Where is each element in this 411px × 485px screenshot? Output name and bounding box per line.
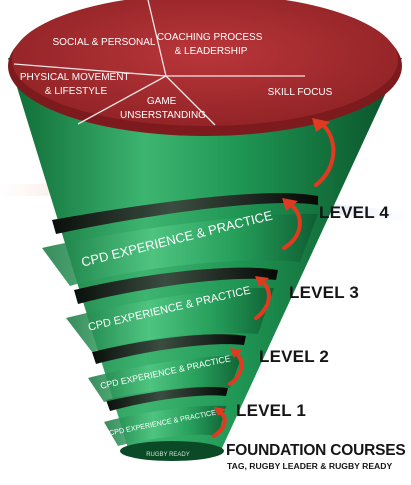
- arrow-level-2-icon: [228, 351, 244, 386]
- band-4: [42, 213, 318, 286]
- cone-tip: [120, 441, 224, 461]
- level-2-label: LEVEL 2: [259, 347, 330, 366]
- segment-dividers: [13, 0, 305, 126]
- top-ellipse: [12, 0, 398, 126]
- foundation-courses-subtitle: TAG, RUGBY LEADER & RUGBY READY: [227, 461, 393, 471]
- band-1: [104, 405, 226, 446]
- arrow-top-icon: [314, 122, 336, 187]
- spiral-gap-1: [106, 386, 228, 411]
- level-3-label: LEVEL 3: [289, 283, 360, 302]
- band-3: [66, 287, 274, 352]
- arrow-heads: [214, 118, 330, 416]
- segment-skill-focus: SKILL FOCUS: [268, 87, 333, 98]
- spiral-gap-3: [74, 267, 278, 304]
- arrow-level-3-icon: [254, 279, 271, 320]
- level-4-label: LEVEL 4: [319, 203, 390, 222]
- segment-social-personal: SOCIAL & PERSONAL: [53, 37, 156, 48]
- spiral-gap-4: [52, 193, 318, 234]
- segment-game-understanding: GAME UNSERSTANDING: [120, 96, 206, 121]
- segment-coaching-process: COACHING PROCESS & LEADERSHIP: [157, 32, 265, 57]
- segment-physical-movement: PHYSICAL MOVEMENT & LIFESTYLE: [20, 72, 132, 97]
- spiral-gap-2: [92, 334, 246, 364]
- rugby-ready-label: RUGBY READY: [146, 452, 190, 458]
- arrow-level-1-icon: [212, 410, 227, 438]
- foundation-courses-title: FOUNDATION COURSES: [226, 442, 406, 459]
- level-1-label: LEVEL 1: [236, 401, 307, 420]
- level-arrows: [212, 122, 336, 438]
- arrow-level-4-icon: [282, 202, 302, 250]
- top-segment-labels: SOCIAL & PERSONAL COACHING PROCESS & LEA…: [20, 32, 333, 121]
- band-2: [88, 355, 242, 402]
